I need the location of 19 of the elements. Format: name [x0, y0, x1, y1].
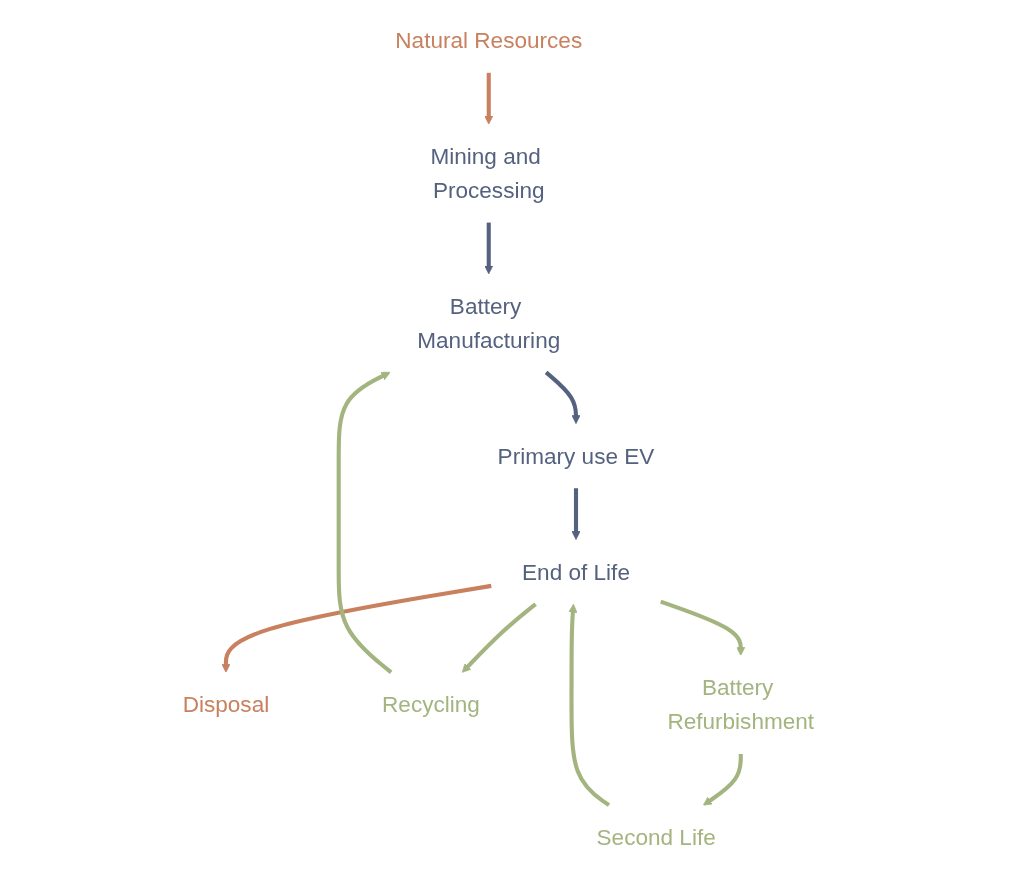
- arrow: [484, 72, 494, 125]
- node-text: Disposal: [182, 691, 270, 718]
- node-text: Second Life: [596, 824, 716, 851]
- arrow: [461, 602, 537, 673]
- arrow: [660, 599, 746, 656]
- arrow: [544, 370, 581, 424]
- arrow: [221, 583, 492, 673]
- node-text: Mining and Processing: [430, 143, 545, 204]
- arrow: [571, 488, 581, 540]
- node-text: Battery Refurbishment: [667, 674, 815, 735]
- arrow: [484, 222, 494, 275]
- arrow: [568, 603, 611, 807]
- node-text: Natural Resources: [395, 27, 583, 54]
- node-text: Recycling: [382, 691, 480, 718]
- node-text: Primary use EV: [497, 443, 655, 469]
- arrow: [702, 753, 743, 806]
- node-text: Battery Manufacturing: [417, 293, 561, 353]
- node-text: End of Life: [522, 559, 630, 585]
- arrow: [336, 371, 393, 674]
